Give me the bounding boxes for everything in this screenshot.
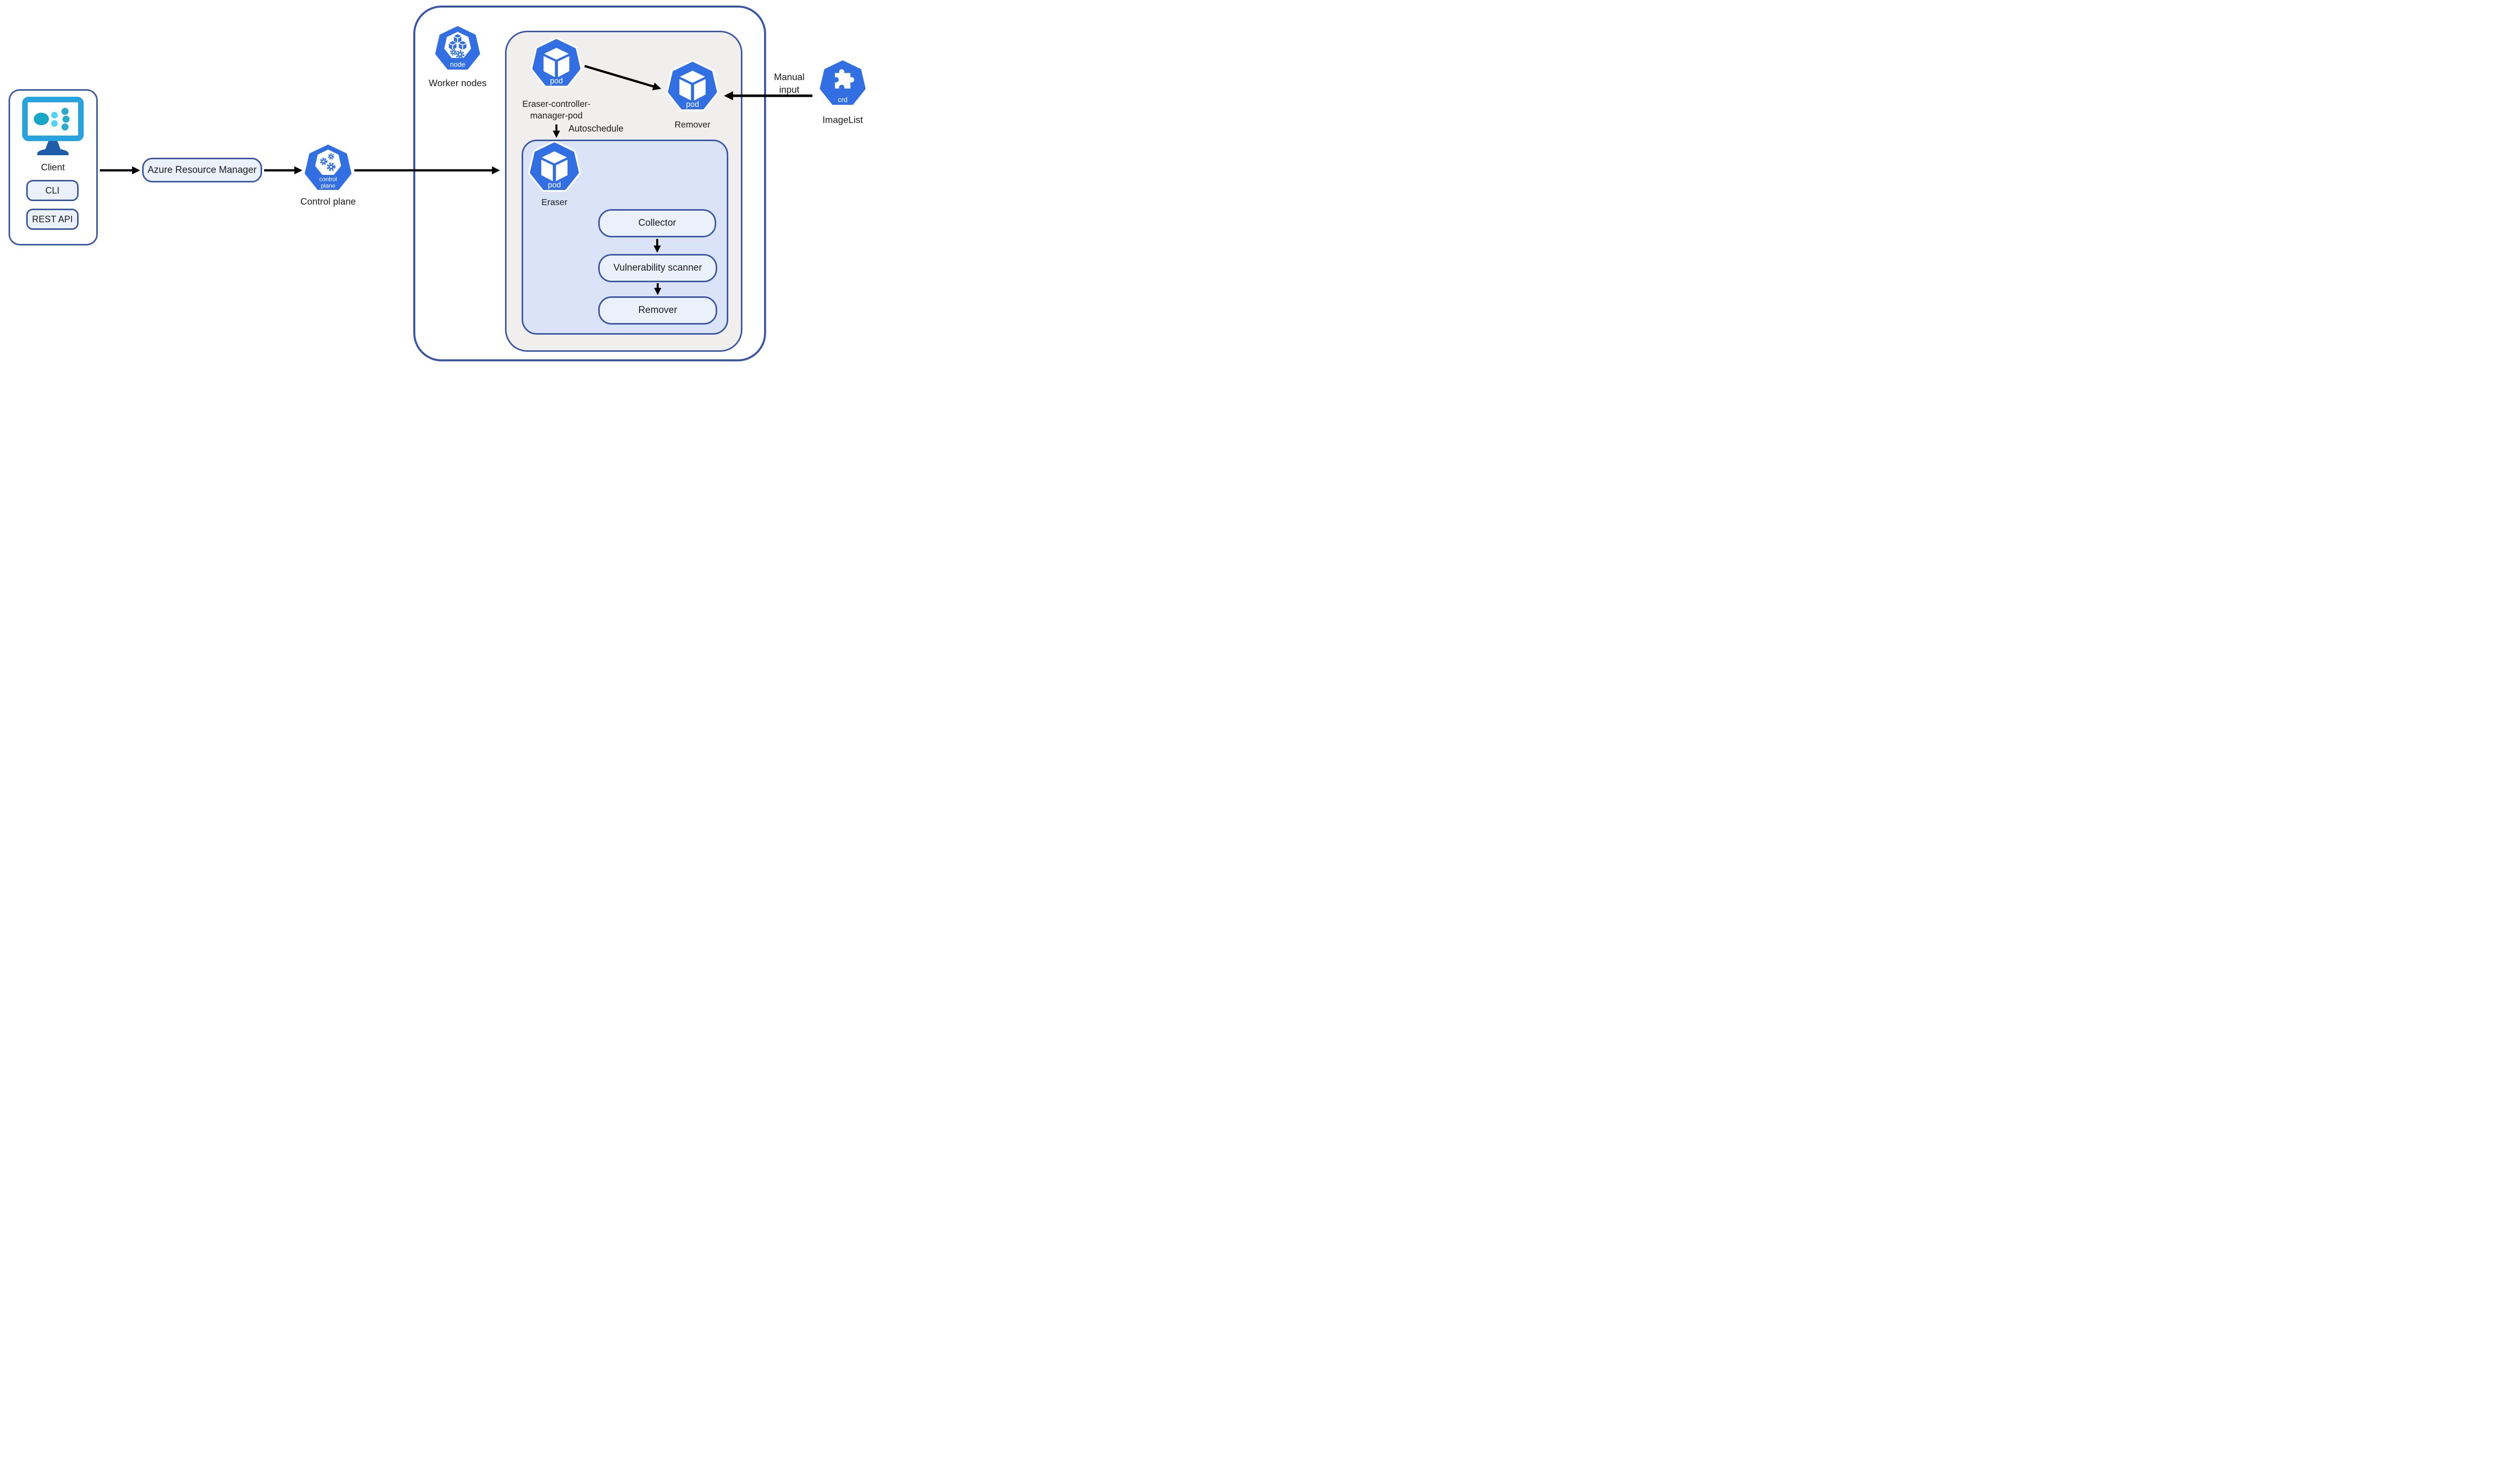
eraser-pod-label: Eraser	[541, 197, 568, 207]
rest-api-box: REST API	[26, 209, 79, 230]
imagelist-crd-icon: crd	[820, 60, 866, 105]
rest-api-label: REST API	[32, 214, 73, 224]
vulnerability-scanner-label: Vulnerability scanner	[613, 263, 702, 273]
remover-step-label: Remover	[638, 305, 677, 315]
pod-icon-text: pod	[550, 77, 563, 85]
diagram-canvas: Client CLI REST API Azure Resource Manag…	[0, 0, 875, 365]
eraser-pod-icon: pod	[528, 141, 581, 192]
remover-step-box: Remover	[598, 296, 717, 325]
manual-input-label: Manual input	[774, 72, 805, 95]
crd-icon-text: crd	[838, 95, 847, 103]
control-plane-icon-text-line1: control	[319, 176, 337, 182]
eraser-controller-manager-pod-icon: pod	[531, 38, 582, 88]
control-plane-icon-text-line2: plane	[321, 183, 336, 189]
worker-nodes-label: Worker nodes	[428, 78, 487, 88]
control-plane-label: Control plane	[300, 196, 356, 207]
pod-icon-text: pod	[686, 100, 699, 109]
puzzle-piece-icon	[835, 69, 854, 89]
eraser-controller-manager-pod-label: Eraser-controller- manager-pod	[522, 99, 591, 120]
vulnerability-scanner-box: Vulnerability scanner	[598, 254, 717, 282]
control-plane-icon: control plane	[304, 144, 352, 190]
azure-resource-manager-label: Azure Resource Manager	[147, 164, 257, 175]
client-label: Client	[41, 162, 65, 172]
client-monitor-icon	[22, 97, 84, 155]
cube-icon	[541, 151, 568, 181]
autoschedule-label: Autoschedule	[569, 123, 624, 134]
azure-resource-manager-box: Azure Resource Manager	[142, 158, 262, 182]
remover-pod-label: Remover	[674, 119, 711, 130]
cli-label: CLI	[45, 185, 59, 196]
cli-box: CLI	[26, 180, 79, 201]
collector-box: Collector	[598, 209, 716, 237]
collector-label: Collector	[638, 218, 676, 228]
pod-icon-text: pod	[548, 181, 561, 189]
worker-nodes-icon: node	[435, 26, 480, 70]
gear-icons	[450, 49, 465, 59]
cube-icon	[679, 71, 706, 101]
gear-icons	[320, 153, 336, 171]
remover-pod-icon: pod	[666, 60, 719, 111]
imagelist-label: ImageList	[822, 114, 863, 125]
cube-icon	[543, 47, 570, 78]
node-icon-text: node	[450, 60, 465, 68]
cube-icons	[449, 34, 467, 50]
